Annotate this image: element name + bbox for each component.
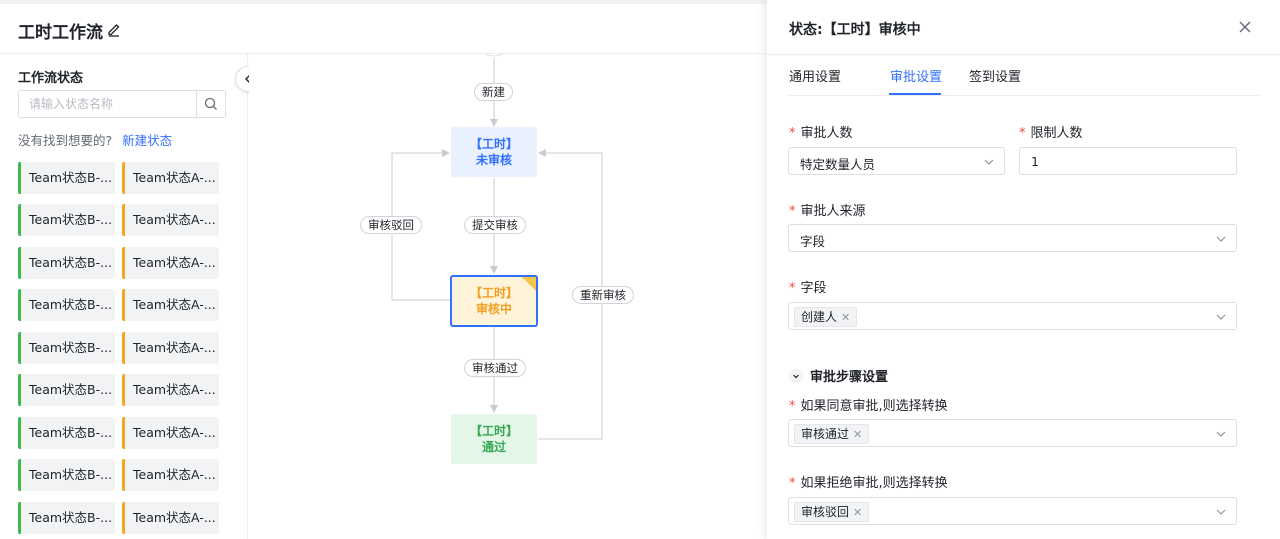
chevron-left-icon: [245, 75, 250, 83]
selected-tag: 审核通过✕: [794, 424, 870, 444]
tab-general[interactable]: 通用设置: [789, 70, 842, 85]
status-item-a[interactable]: Team状态A-...: [122, 289, 219, 321]
remove-tag-icon[interactable]: ✕: [841, 311, 851, 324]
chevron-down-icon: [789, 368, 803, 383]
divider: [767, 54, 1280, 55]
edge-label-submit[interactable]: 提交审核: [464, 216, 526, 234]
status-item-b[interactable]: Team状态B-...: [18, 417, 115, 449]
edit-icon[interactable]: [106, 21, 122, 37]
node-reviewing[interactable]: 【工时】 审核中: [450, 275, 538, 327]
status-item-b[interactable]: Team状态B-...: [18, 374, 115, 406]
selected-tag: 创建人✕: [794, 307, 858, 327]
close-icon[interactable]: [1237, 19, 1253, 35]
drawer-title: 状态:【工时】审核中: [789, 22, 921, 38]
status-item-a[interactable]: Team状态A-...: [122, 332, 219, 364]
chevron-down-icon: [1216, 431, 1226, 437]
status-item-b[interactable]: Team状态B-...: [18, 247, 115, 279]
status-item-a[interactable]: Team状态A-...: [122, 374, 219, 406]
status-item-a[interactable]: Team状态A-...: [122, 459, 219, 491]
section-title: 工作流状态: [18, 71, 84, 86]
node-unreviewed[interactable]: 【工时】 未审核: [451, 127, 537, 177]
limit-count-label: *限制人数: [1019, 126, 1083, 141]
status-item-a[interactable]: Team状态A-...: [122, 502, 219, 534]
if-approve-select[interactable]: 审核通过✕: [788, 419, 1237, 447]
edge-label-reject[interactable]: 审核驳回: [360, 216, 422, 234]
status-item-a[interactable]: Team状态A-...: [122, 247, 219, 279]
steps-header: 审批步骤设置: [810, 370, 889, 385]
node-label: 通过: [481, 440, 506, 454]
status-item-b[interactable]: Team状态B-...: [18, 162, 115, 194]
not-found-hint: 没有找到想要的? 新建状态: [18, 130, 172, 149]
search-icon: [204, 97, 217, 110]
chevron-down-icon: [1216, 509, 1226, 515]
search-button[interactable]: [196, 91, 225, 117]
if-reject-select[interactable]: 审核驳回✕: [788, 497, 1237, 525]
tab-approval[interactable]: 审批设置: [890, 70, 943, 85]
limit-count-input[interactable]: [1019, 147, 1237, 175]
node-label: 【工时】: [469, 424, 518, 438]
node-label: 审核中: [475, 302, 512, 316]
workflow-canvas: 新建 【工时】 未审核 审核驳回 提交审核 【工时】 审核中 重新审核 审核通过…: [249, 54, 767, 539]
not-found-text: 没有找到想要的?: [18, 133, 113, 148]
node-passed[interactable]: 【工时】 通过: [451, 414, 537, 464]
status-settings-drawer: 状态:【工时】审核中 通用设置 审批设置 签到设置 *审批人数 特定数量人员 *…: [767, 0, 1280, 539]
if-reject-label: *如果拒绝审批,则选择转换: [789, 476, 948, 491]
status-item-b[interactable]: Team状态B-...: [18, 204, 115, 236]
field-label: *字段: [789, 281, 827, 296]
remove-tag-icon[interactable]: ✕: [853, 428, 863, 441]
edge-label-resubmit[interactable]: 重新审核: [572, 286, 634, 304]
status-item-b[interactable]: Team状态B-...: [18, 289, 115, 321]
settings-tabs: 通用设置 审批设置 签到设置: [789, 55, 1259, 96]
node-label: 【工时】: [469, 137, 518, 151]
edge-label-approve[interactable]: 审核通过: [464, 359, 526, 377]
status-panel: 工作流状态 没有找到想要的? 新建状态 Team状态B-... Team状态A-.…: [0, 54, 248, 539]
approver-source-select[interactable]: 字段: [788, 224, 1237, 252]
status-item-b[interactable]: Team状态B-...: [18, 502, 115, 534]
chevron-down-icon: [984, 159, 994, 165]
status-item-a[interactable]: Team状态A-...: [122, 204, 219, 236]
tab-checkin[interactable]: 签到设置: [969, 70, 1022, 85]
if-approve-label: *如果同意审批,则选择转换: [789, 399, 948, 414]
status-search: [18, 90, 226, 118]
search-input[interactable]: [19, 91, 196, 117]
approver-count-label: *审批人数: [789, 126, 853, 141]
new-status-link[interactable]: 新建状态: [122, 133, 173, 148]
start-node-edge: [484, 54, 504, 57]
top-strip: [0, 0, 767, 4]
status-item-a[interactable]: Team状态A-...: [122, 417, 219, 449]
page-header: 工时工作流: [0, 4, 767, 54]
status-item-a[interactable]: Team状态A-...: [122, 162, 219, 194]
node-label: 【工时】: [469, 286, 518, 300]
select-value: 字段: [800, 234, 826, 249]
page-title: 工时工作流: [18, 23, 103, 43]
field-select[interactable]: 创建人✕: [788, 302, 1237, 330]
status-item-b[interactable]: Team状态B-...: [18, 332, 115, 364]
chevron-down-icon: [1216, 236, 1226, 242]
approval-steps-toggle[interactable]: 审批步骤设置: [789, 366, 888, 385]
node-label: 未审核: [475, 153, 512, 167]
edge-label-create[interactable]: 新建: [474, 83, 513, 101]
active-tab-indicator: [889, 93, 941, 95]
chevron-down-icon: [1216, 314, 1226, 320]
remove-tag-icon[interactable]: ✕: [853, 506, 863, 519]
approver-count-select[interactable]: 特定数量人员: [788, 147, 1005, 175]
selected-tag: 审核驳回✕: [794, 502, 870, 522]
select-value: 特定数量人员: [800, 157, 876, 172]
selected-corner-marker: [522, 277, 536, 291]
approver-source-label: *审批人来源: [789, 204, 866, 219]
status-item-b[interactable]: Team状态B-...: [18, 459, 115, 491]
